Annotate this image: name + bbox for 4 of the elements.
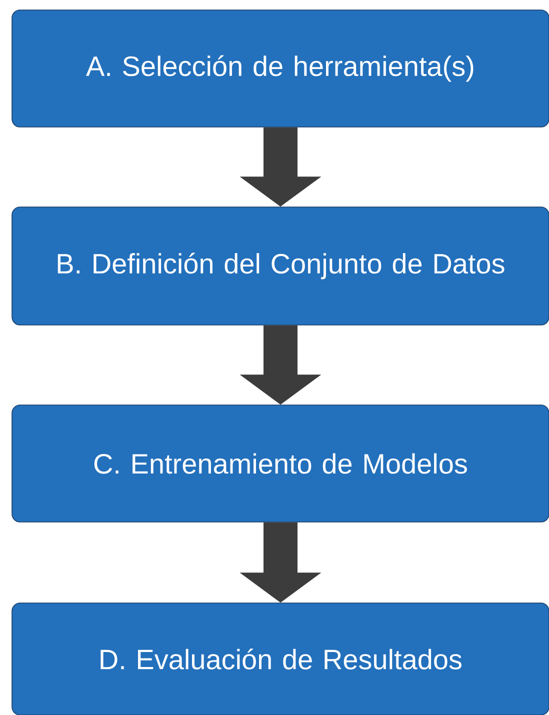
process-box: B. Definición del Conjunto de Datos	[12, 206, 549, 326]
process-box: D. Evaluación de Resultados	[12, 602, 549, 715]
process-box: C. Entrenamiento de Modelos	[12, 404, 549, 522]
process-box: A. Selección de herramienta(s)	[12, 10, 549, 128]
